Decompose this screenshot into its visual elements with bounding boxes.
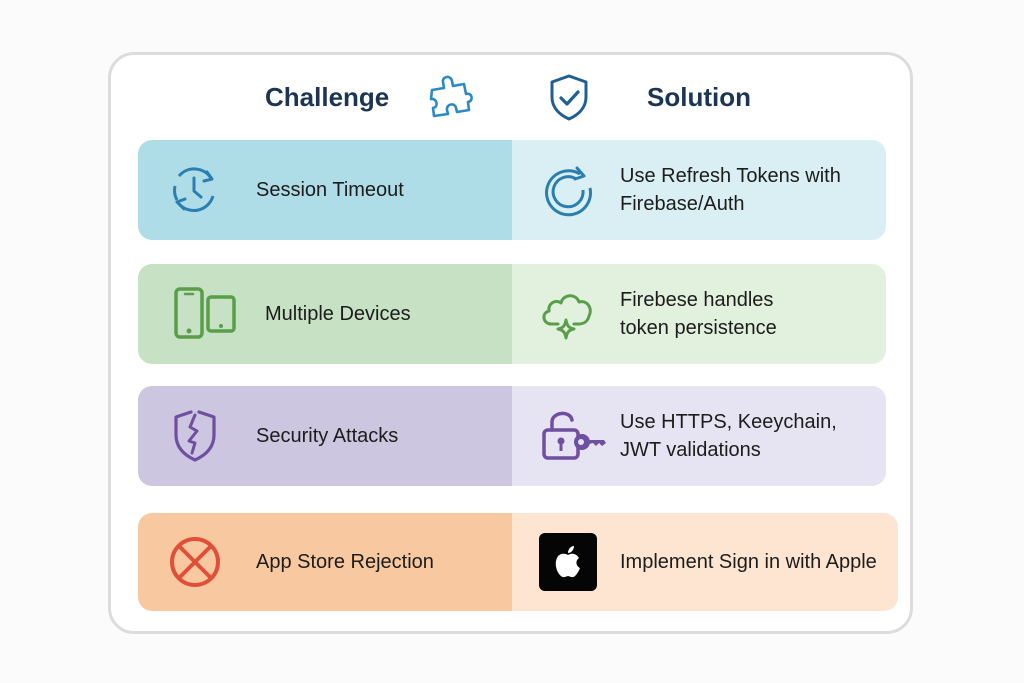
solution-text: Use HTTPS, Keeychain, JWT validations [620,408,837,464]
solution-cell: Use Refresh Tokens with Firebase/Auth [512,140,886,240]
apple-logo-icon [538,532,598,592]
row-security-attacks: Security Attacks Use HTTPS, Keeychain, J… [138,386,886,486]
solution-text: Firebese handles token persistence [620,286,777,342]
puzzle-icon [429,75,473,118]
refresh-icon [538,160,598,220]
challenge-heading: Challenge [265,82,390,112]
solution-line-1: Use Refresh Tokens with [620,165,841,187]
solution-line-1: Use HTTPS, Keeychain, [620,411,837,433]
challenge-cell: Session Timeout [138,140,512,240]
challenge-label: Session Timeout [256,179,404,201]
solution-line-2: Firebase/Auth [620,193,745,215]
clock-refresh-icon [166,161,224,219]
solution-text: Use Refresh Tokens with Firebase/Auth [620,162,841,218]
solution-cell: Implement Sign in with Apple [512,513,898,611]
challenge-cell: Security Attacks [138,386,512,486]
row-session-timeout: Session Timeout Use Refresh Tokens with … [138,140,886,240]
challenge-cell: Multiple Devices [138,264,512,364]
solution-cell: Firebese handles token persistence [512,264,886,364]
solution-line-2: token persistence [620,317,777,339]
solution-text: Implement Sign in with Apple [620,548,877,576]
devices-icon [172,285,240,343]
challenge-label: App Store Rejection [256,551,434,573]
broken-shield-icon [166,407,224,465]
solution-cell: Use HTTPS, Keeychain, JWT validations [512,386,886,486]
challenge-label: Security Attacks [256,425,399,447]
shield-check-icon [550,74,588,121]
solution-heading: Solution [647,82,751,112]
challenge-cell: App Store Rejection [138,513,512,611]
lock-key-icon [538,406,610,466]
reject-circle-icon [166,533,224,591]
row-multiple-devices: Multiple Devices Firebese handles token … [138,264,886,364]
solution-line-1: Implement Sign in with Apple [620,551,877,573]
solution-line-2: JWT validations [620,439,761,461]
cloud-sparkle-icon [538,284,598,344]
solution-line-1: Firebese handles [620,289,774,311]
challenge-label: Multiple Devices [265,303,411,325]
row-app-store-rejection: App Store Rejection Implement Sign in wi… [138,513,898,611]
